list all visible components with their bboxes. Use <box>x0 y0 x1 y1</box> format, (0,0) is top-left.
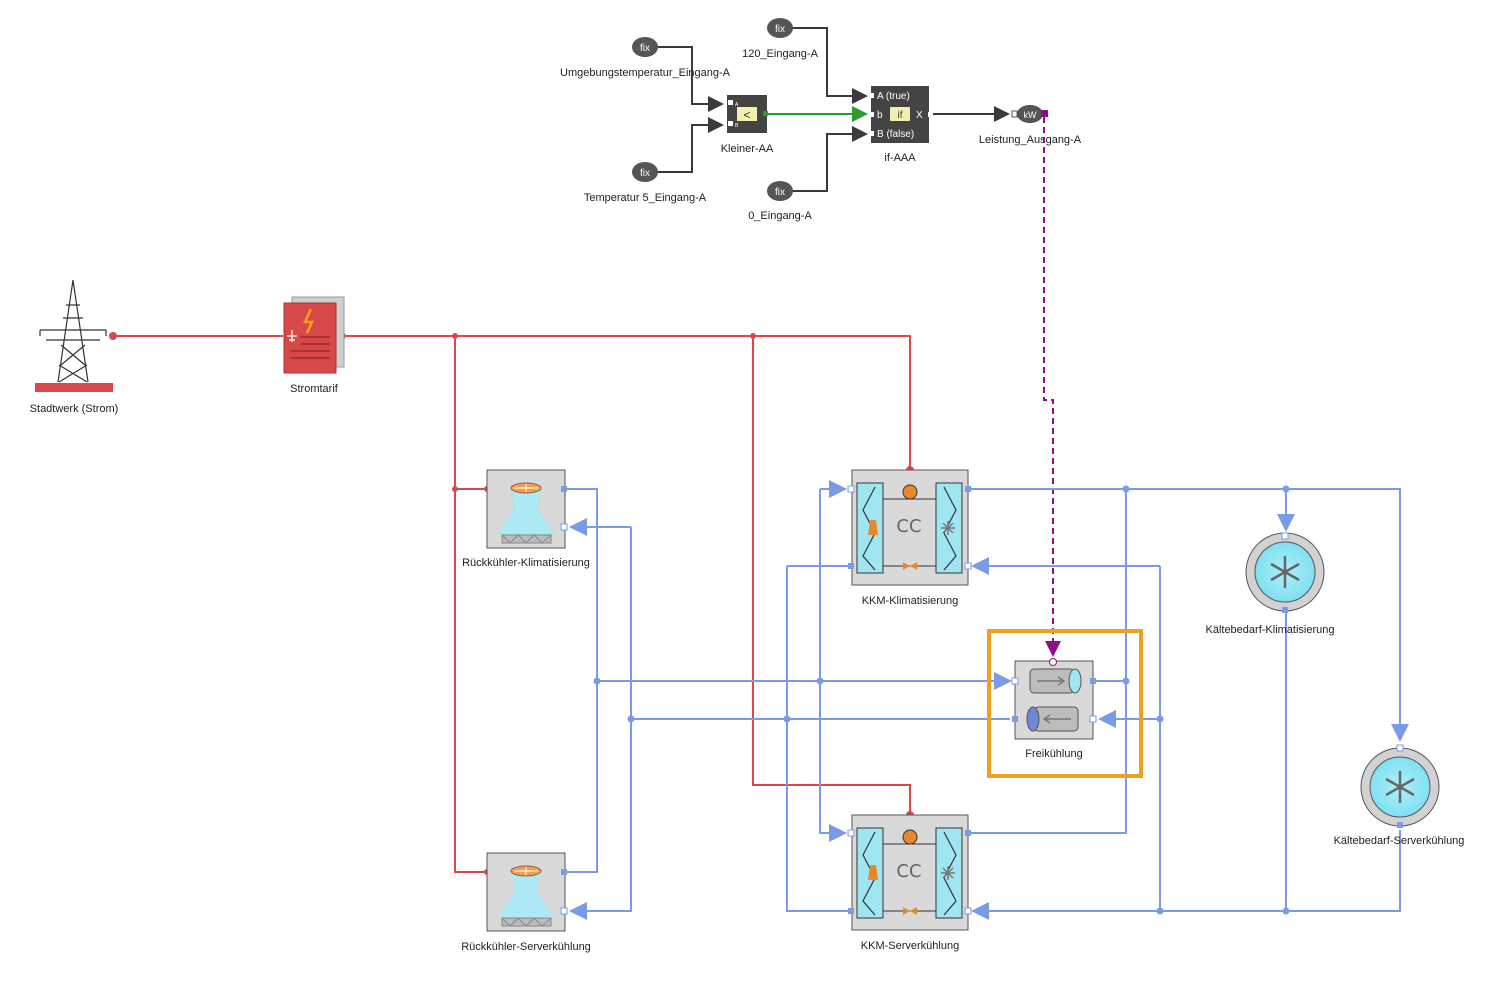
selection-highlight <box>987 629 1143 778</box>
kw-output[interactable]: kW Leistung_Ausgang-A <box>979 105 1082 146</box>
tariff-document-icon <box>283 296 345 374</box>
if-block[interactable]: A (true) b B (false) if X if-AAA <box>869 86 933 164</box>
kkm-klima-label: KKM-Klimatisierung <box>862 595 959 607</box>
fix-umgebung[interactable]: fix Umgebungstemperatur_Eingang-A <box>560 37 731 79</box>
kleiner-label: Kleiner-AA <box>721 143 774 155</box>
if-label: if <box>898 110 903 121</box>
cc-label: CC <box>896 516 921 537</box>
port-a-label: A <box>735 102 739 108</box>
x-label: X <box>916 110 923 121</box>
kkm-serverkuehlung[interactable]: CC KKM-Serverkühlung <box>847 814 972 952</box>
cooling-tower-icon <box>497 482 555 544</box>
compression-chiller-icon: CC <box>856 827 963 919</box>
kkm-klimatisierung[interactable]: CC KKM-Klimatisierung <box>847 469 972 607</box>
snowflake-demand-icon <box>1385 771 1415 803</box>
kb-server-label: Kältebedarf-Serverkühlung <box>1334 835 1465 847</box>
less-than-label: < <box>743 108 750 122</box>
control-logic: fix Umgebungstemperatur_Eingang-A fix Te… <box>560 18 1082 657</box>
wire-0 <box>791 126 868 192</box>
snowflake-demand-icon <box>1270 556 1300 588</box>
umgebung-label: Umgebungstemperatur_Eingang-A <box>560 67 731 79</box>
eingang120-label: 120_Eingang-A <box>742 48 819 60</box>
stadtwerk[interactable]: Stadtwerk (Strom) <box>30 279 119 415</box>
fix-temp5[interactable]: fix Temperatur 5_Eingang-A <box>584 162 707 204</box>
rk-klima-label: Rückkühler-Klimatisierung <box>462 557 590 569</box>
water-network <box>565 480 1409 920</box>
control-link <box>1043 117 1061 657</box>
fix-label: fix <box>640 43 650 54</box>
stadtwerk-label: Stadtwerk (Strom) <box>30 403 119 415</box>
power-pylon-icon <box>39 279 107 383</box>
port-b-label: B <box>735 123 739 129</box>
kb-klima-label: Kältebedarf-Klimatisierung <box>1205 624 1334 636</box>
leistung-label: Leistung_Ausgang-A <box>979 134 1082 146</box>
rueckkuehler-klimatisierung[interactable]: Rückkühler-Klimatisierung <box>462 469 590 569</box>
rueckkuehler-serverkuehlung[interactable]: Rückkühler-Serverkühlung <box>461 852 591 953</box>
rk-server-label: Rückkühler-Serverkühlung <box>461 941 591 953</box>
wire-120 <box>791 27 868 104</box>
cc-label: CC <box>896 861 921 882</box>
electric-network <box>109 332 914 875</box>
a-true-label: A (true) <box>877 91 910 102</box>
kw-label: kW <box>1024 110 1038 120</box>
wire-temp5 <box>656 117 724 173</box>
kaeltebedarf-serverkuehlung[interactable]: Kältebedarf-Serverkühlung <box>1334 744 1465 847</box>
compression-chiller-icon: CC <box>856 482 963 574</box>
fix-label: fix <box>775 24 785 35</box>
kleiner-block[interactable]: A B < Kleiner-AA <box>721 95 774 155</box>
fix-120[interactable]: fix 120_Eingang-A <box>742 18 819 60</box>
eingang0-label: 0_Eingang-A <box>748 210 812 222</box>
kkm-server-label: KKM-Serverkühlung <box>861 940 959 952</box>
cooling-tower-icon <box>498 865 554 927</box>
stromtarif-label: Stromtarif <box>290 383 339 395</box>
b-false-label: B (false) <box>877 129 914 140</box>
stromtarif[interactable]: Stromtarif <box>283 296 345 395</box>
freikuehlung-label: Freikühlung <box>1025 748 1082 760</box>
kaeltebedarf-klimatisierung[interactable]: Kältebedarf-Klimatisierung <box>1205 532 1335 636</box>
temp5-label: Temperatur 5_Eingang-A <box>584 192 707 204</box>
fix-0[interactable]: fix 0_Eingang-A <box>748 181 812 222</box>
fix-label: fix <box>775 187 785 198</box>
free-cooling-icon <box>1026 668 1082 732</box>
freikuehlung[interactable]: Freikühlung <box>987 629 1143 778</box>
ifaaa-label: if-AAA <box>884 152 916 164</box>
fix-label: fix <box>640 168 650 179</box>
wire-umgebung <box>656 46 724 112</box>
b-label: b <box>877 110 883 121</box>
